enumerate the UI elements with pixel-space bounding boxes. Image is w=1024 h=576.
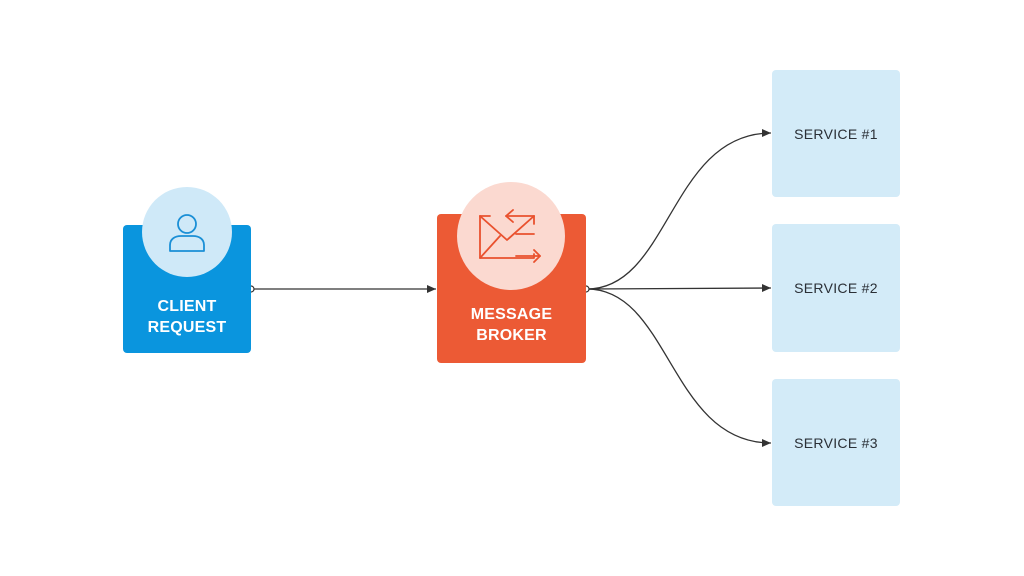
service-node-1: SERVICE #1 bbox=[772, 70, 900, 197]
client-badge bbox=[142, 187, 232, 277]
connector-broker-to-service-1 bbox=[586, 129, 772, 290]
client-request-label-line1: CLIENT bbox=[157, 298, 217, 315]
connector-broker-to-service-3 bbox=[586, 288, 772, 447]
service-label-1: SERVICE #1 bbox=[794, 125, 878, 142]
connector-broker-to-service-2 bbox=[586, 284, 772, 293]
client-request-label-line2: REQUEST bbox=[147, 319, 227, 336]
service-node-2: SERVICE #2 bbox=[772, 224, 900, 352]
message-broker-label-line1: MESSAGE bbox=[470, 306, 553, 323]
message-broker-label-line2: BROKER bbox=[476, 327, 547, 344]
client-request-label: CLIENT REQUEST bbox=[123, 296, 251, 338]
user-icon bbox=[169, 214, 205, 252]
envelope-exchange-icon bbox=[479, 209, 541, 263]
service-node-3: SERVICE #3 bbox=[772, 379, 900, 506]
message-broker-label: MESSAGE BROKER bbox=[437, 304, 586, 346]
service-label-2: SERVICE #2 bbox=[794, 280, 878, 296]
service-label-3: SERVICE #3 bbox=[794, 434, 878, 451]
broker-badge bbox=[457, 182, 565, 290]
